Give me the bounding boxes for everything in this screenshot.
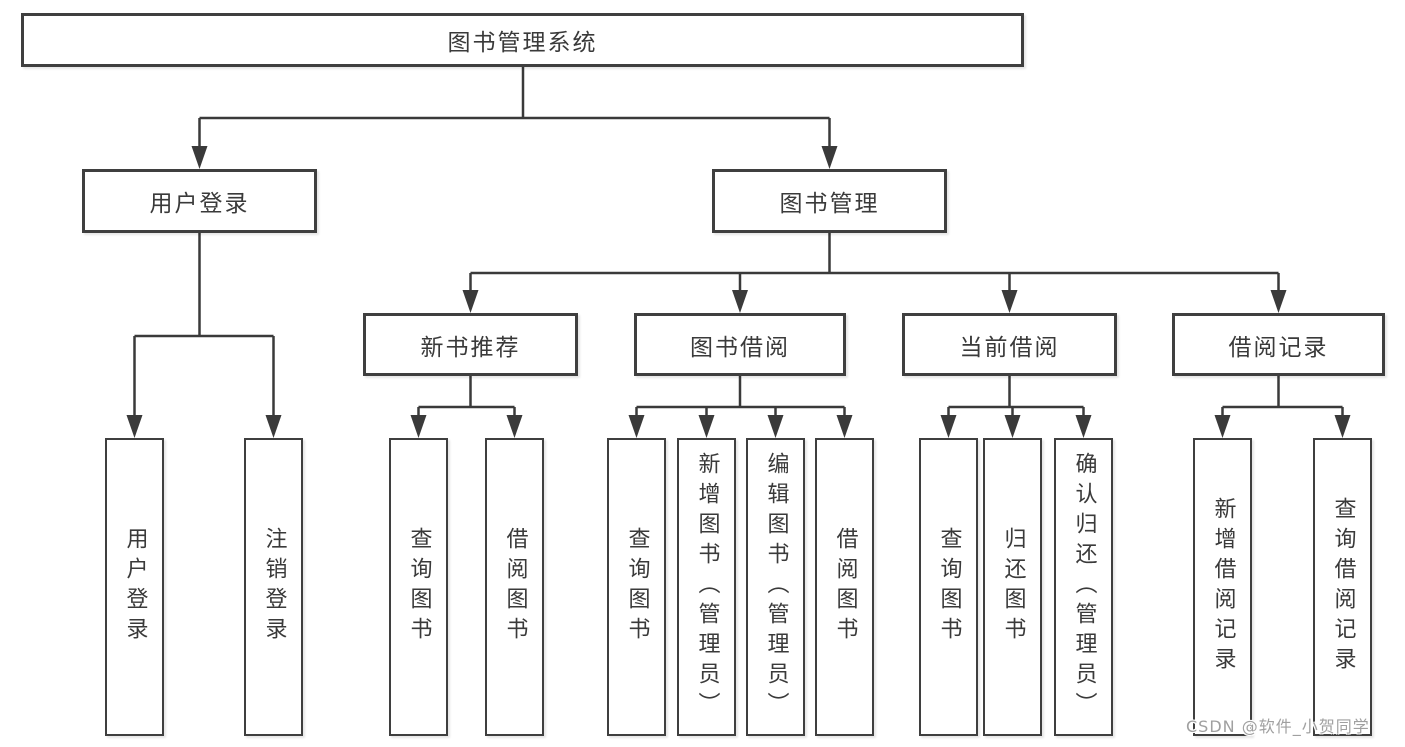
leaf-label: 借阅图书: [832, 527, 858, 647]
leaf-add-book-admin: 新增图书（管理员）: [677, 438, 736, 736]
leaf-label: 注销登录: [261, 527, 287, 647]
leaf-borrow-books: 借阅图书: [815, 438, 874, 736]
leaf-label: 查询图书: [406, 527, 432, 647]
node-book-borrowing: 图书借阅: [634, 313, 846, 376]
leaf-user-login: 用户登录: [105, 438, 164, 736]
leaf-logout: 注销登录: [244, 438, 303, 736]
leaf-label: 借阅图书: [502, 527, 528, 647]
leaf-query-books-borrow: 查询图书: [607, 438, 666, 736]
leaf-label: 查询图书: [936, 527, 962, 647]
leaf-label: 确认归还（管理员）: [1071, 452, 1097, 722]
leaf-label: 查询图书: [624, 527, 650, 647]
leaf-add-borrow-record: 新增借阅记录: [1193, 438, 1252, 736]
leaf-label: 新增图书（管理员）: [694, 452, 720, 722]
leaf-borrow-books-recommend: 借阅图书: [485, 438, 544, 736]
leaf-return-book: 归还图书: [983, 438, 1042, 736]
leaf-label: 归还图书: [1000, 527, 1026, 647]
leaf-label: 用户登录: [122, 527, 148, 647]
leaf-query-borrow-record: 查询借阅记录: [1313, 438, 1372, 736]
leaf-confirm-return-admin: 确认归还（管理员）: [1054, 438, 1113, 736]
leaf-edit-book-admin: 编辑图书（管理员）: [746, 438, 805, 736]
node-borrowing-records: 借阅记录: [1172, 313, 1385, 376]
node-current-borrowing: 当前借阅: [902, 313, 1117, 376]
node-user-login: 用户登录: [82, 169, 317, 233]
leaf-label: 新增借阅记录: [1210, 497, 1236, 677]
leaf-query-books-current: 查询图书: [919, 438, 978, 736]
leaf-label: 查询借阅记录: [1330, 497, 1356, 677]
leaf-label: 编辑图书（管理员）: [763, 452, 789, 722]
node-book-management: 图书管理: [712, 169, 947, 233]
leaf-query-books-recommend: 查询图书: [389, 438, 448, 736]
watermark-text: CSDN @软件_小贺同学: [1186, 717, 1370, 736]
node-new-book-recommend: 新书推荐: [363, 313, 578, 376]
node-root-system: 图书管理系统: [21, 13, 1024, 67]
